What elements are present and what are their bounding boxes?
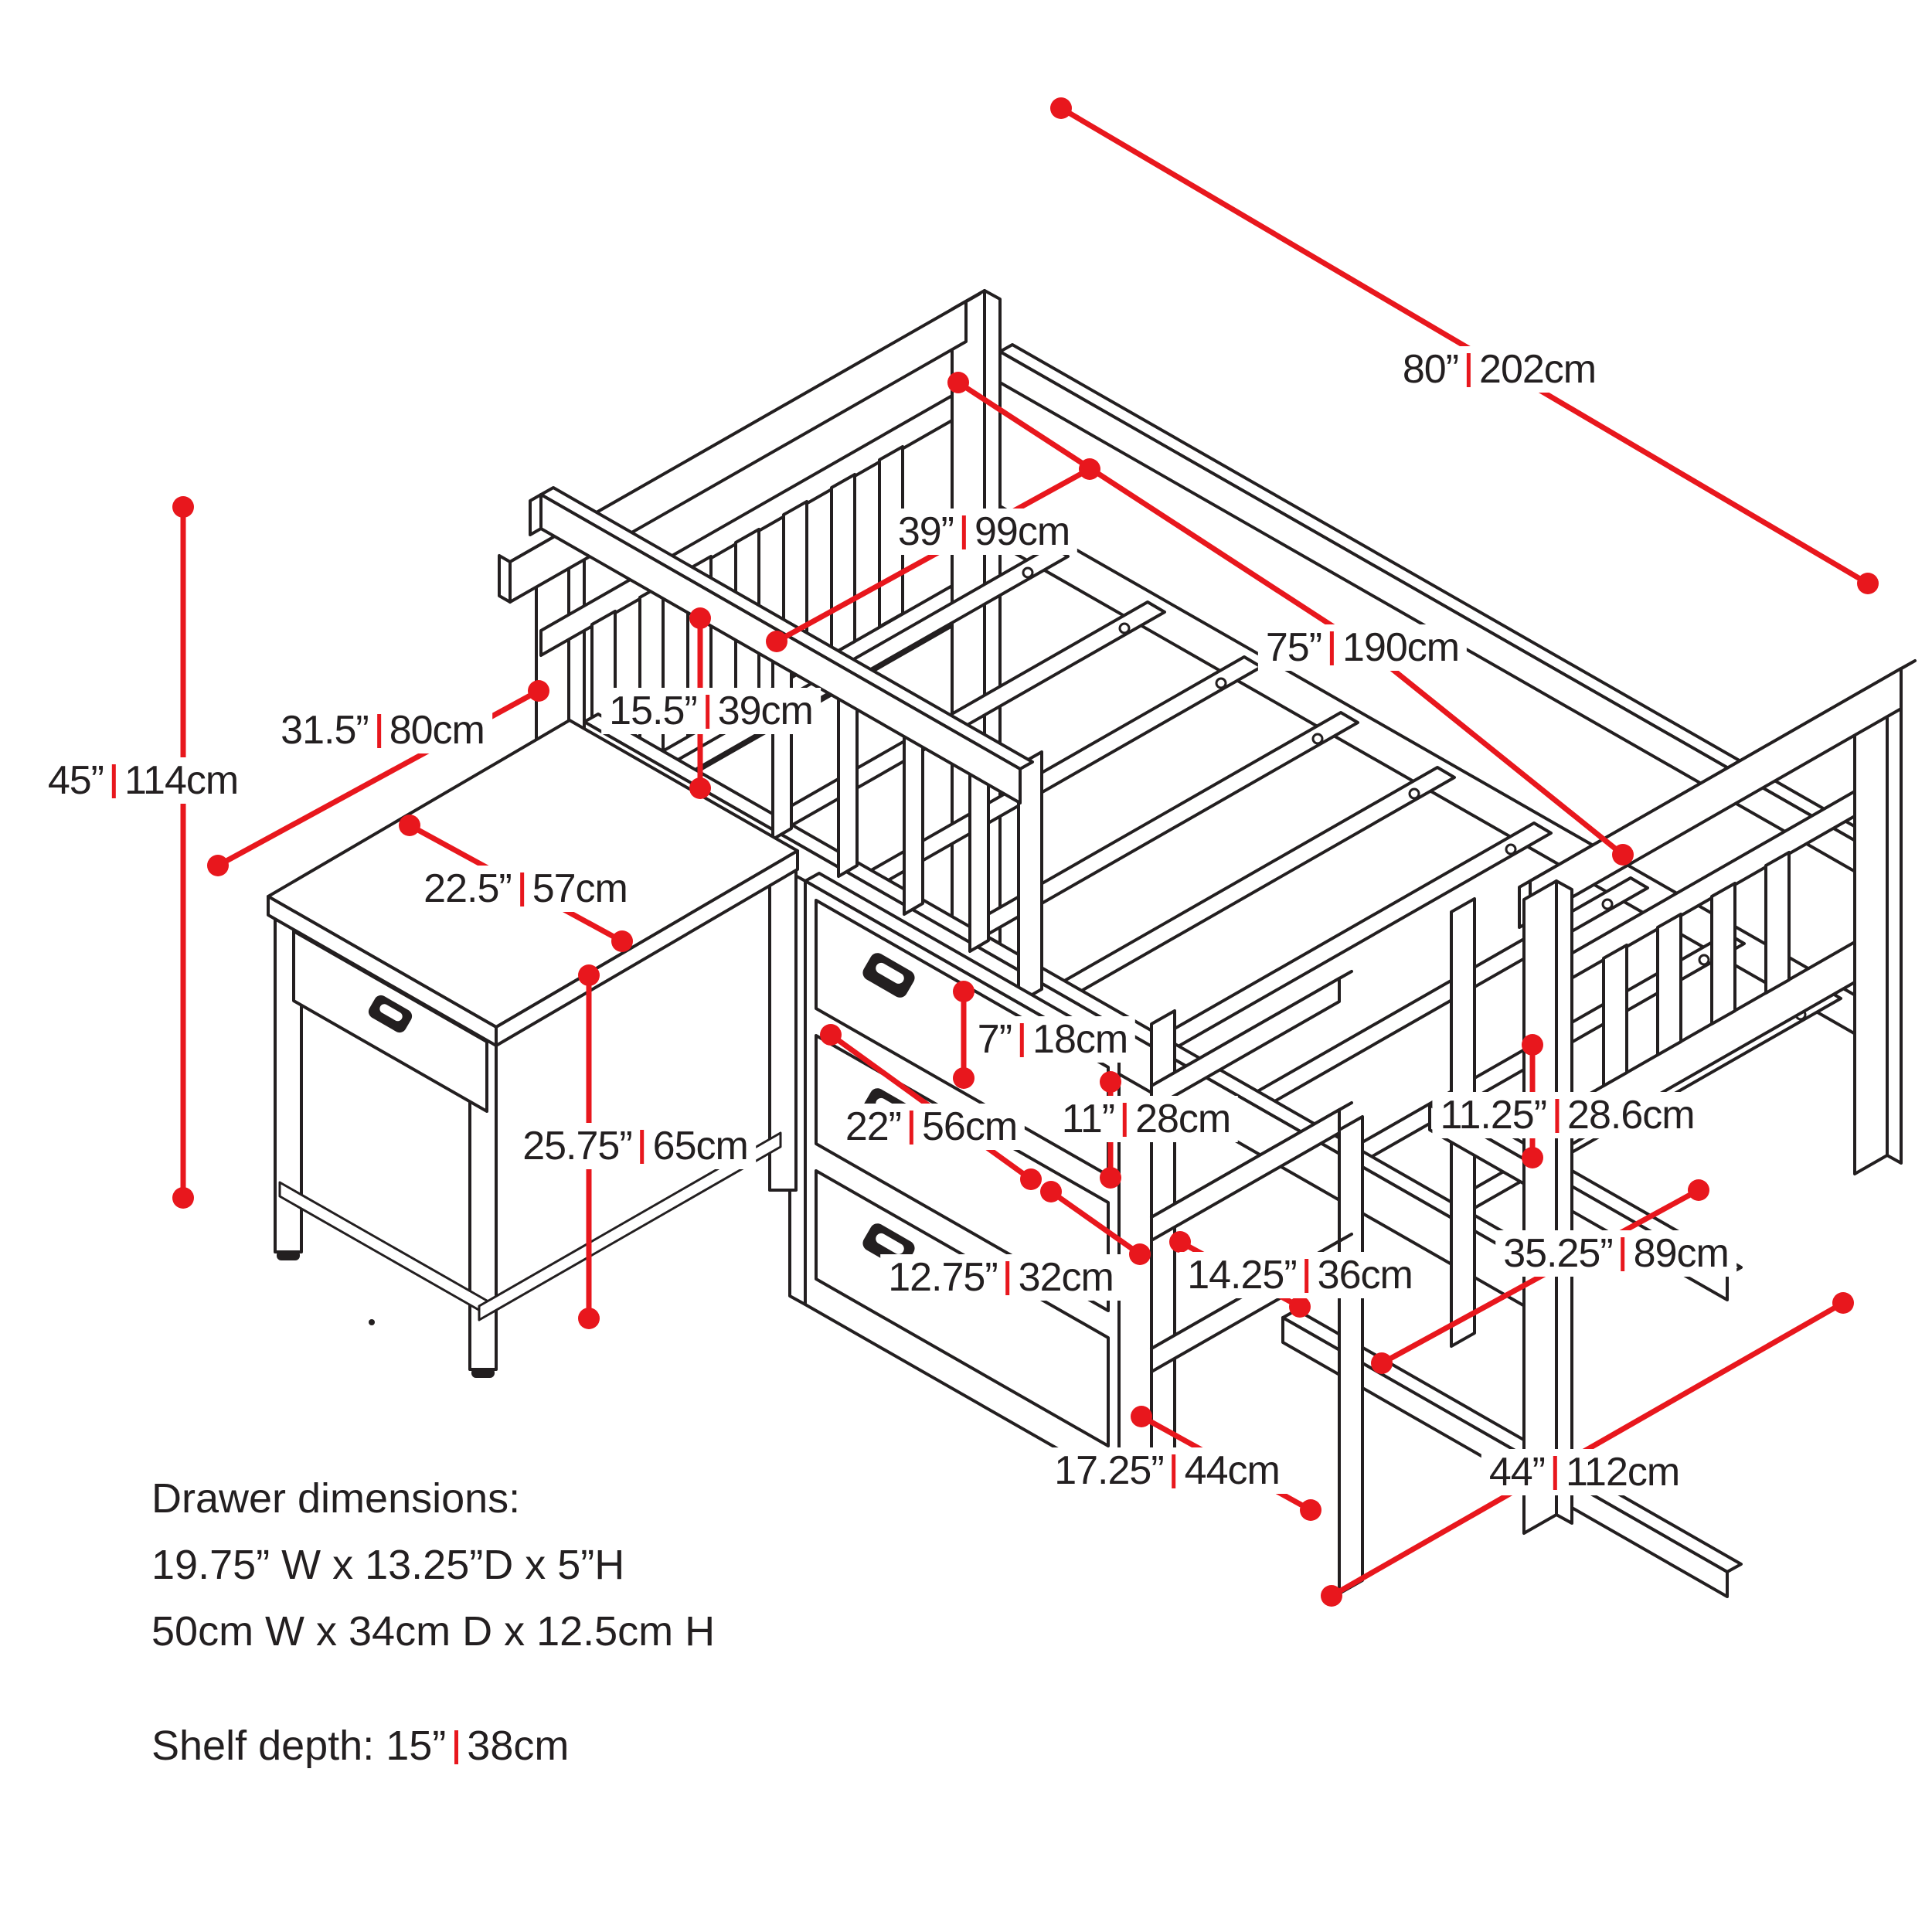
desk [267, 719, 799, 1378]
red-divider [376, 714, 381, 748]
desk-drawer-handle [368, 995, 413, 1033]
red-divider [640, 1130, 645, 1164]
red-divider [1172, 1454, 1176, 1488]
dim-label-lower-shelf-length: 35.25”89cm [1495, 1230, 1736, 1277]
red-divider [111, 764, 116, 798]
dim-label-guard-rail-height: 15.5”39cm [601, 688, 821, 734]
dim-label-shelf-gap: 11”28cm [1053, 1096, 1239, 1142]
dim-label-step-spacing: 14.25”36cm [1179, 1252, 1420, 1298]
note-imperial: 19.75” W x 13.25”D x 5”H [151, 1542, 625, 1588]
red-divider [1555, 1099, 1560, 1133]
red-divider [1020, 1023, 1025, 1057]
red-divider [1123, 1103, 1128, 1137]
dim-label-drawer-face-height: 7”18cm [969, 1016, 1136, 1063]
red-divider [1621, 1237, 1625, 1271]
red-divider [910, 1111, 913, 1145]
drawer-chest [788, 871, 1134, 1485]
red-divider [1005, 1261, 1010, 1295]
red-divider [1467, 353, 1471, 387]
dim-label-mattress-length: 75”190cm [1257, 624, 1468, 671]
dimension-endpoints [172, 97, 1879, 1607]
red-divider [1553, 1456, 1557, 1490]
note-title: Drawer dimensions: [151, 1475, 521, 1522]
red-divider [1330, 631, 1335, 665]
dim-label-overall-height: 45”114cm [39, 757, 247, 804]
dim-label-drawer-unit-width: 22”56cm [837, 1104, 1026, 1150]
dim-label-footboard-width: 44”112cm [1481, 1449, 1688, 1495]
red-divider [962, 515, 966, 549]
footboard-slats [1602, 851, 1791, 1087]
red-divider [454, 1730, 459, 1764]
dim-label-drawer-unit-depth: 12.75”32cm [880, 1254, 1121, 1301]
dim-label-desk-clearance: 25.75”65cm [515, 1123, 756, 1169]
dim-label-bed-total-length: 80”202cm [1394, 346, 1604, 393]
dim-label-desk-depth: 22.5”57cm [416, 866, 635, 912]
dim-label-ladder-clearance: 17.25”44cm [1046, 1447, 1287, 1494]
dim-label-shelf-spacing: 11.25”28.6cm [1432, 1092, 1702, 1138]
drawer-handle [862, 953, 915, 998]
red-divider [519, 872, 524, 906]
drawer-dimensions-note: Drawer dimensions: 19.75” W x 13.25”D x … [151, 1465, 715, 1665]
bed-far-rails [998, 343, 1884, 1044]
dim-label-desk-width: 31.5”80cm [273, 707, 492, 753]
shelf-depth-note: Shelf depth: 15”38cm [151, 1723, 570, 1769]
red-divider [1304, 1259, 1309, 1293]
red-divider [705, 695, 709, 729]
dim-label-mattress-width: 39”99cm [889, 509, 1078, 555]
note-metric: 50cm W x 34cm D x 12.5cm H [151, 1608, 716, 1655]
